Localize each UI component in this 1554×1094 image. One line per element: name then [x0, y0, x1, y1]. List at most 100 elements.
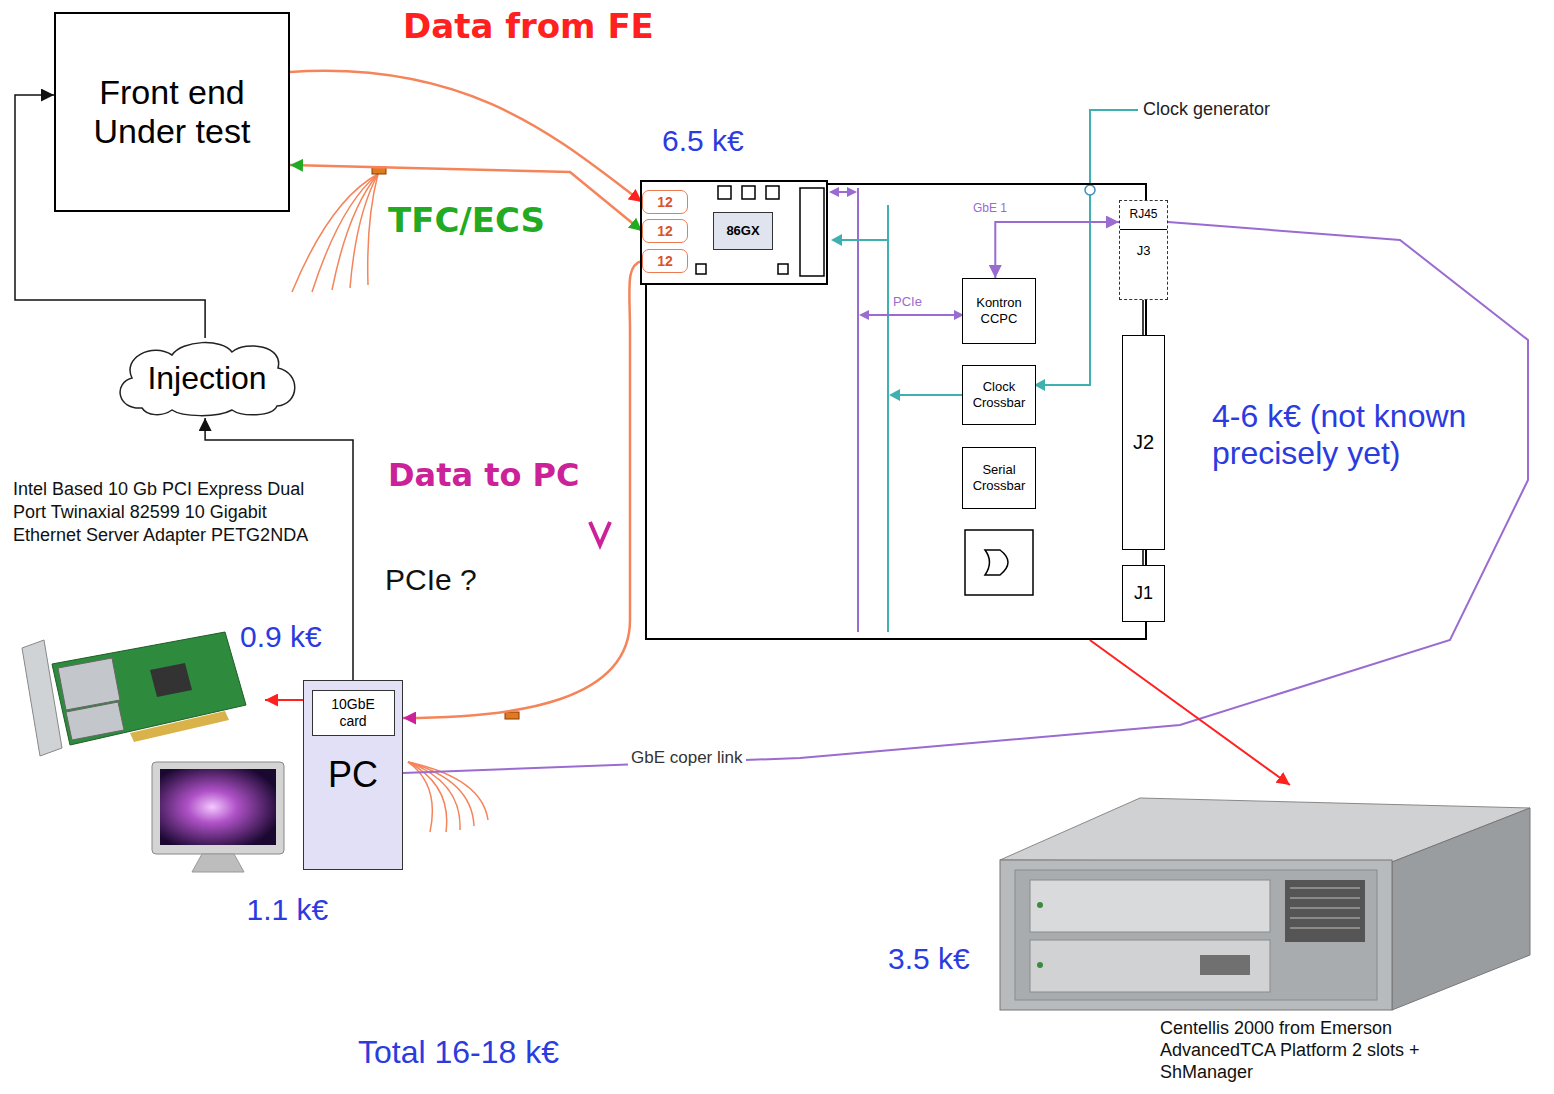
card-component — [800, 188, 824, 276]
chassis-picture — [1000, 860, 1392, 1010]
backplane-bus — [829, 187, 839, 197]
connector-line — [290, 71, 642, 202]
backplane-bus — [898, 394, 964, 396]
clock-line — [1085, 185, 1095, 195]
connector-label: Data to PC — [388, 456, 580, 494]
node-label: J3 — [1137, 244, 1151, 259]
node-label: Clock Crossbar — [963, 379, 1035, 410]
backplane-bus — [847, 187, 857, 197]
chassis-picture — [1037, 902, 1043, 908]
backplane-bus — [840, 239, 888, 241]
card-component — [696, 186, 824, 276]
node-label: J2 — [1133, 431, 1154, 454]
cost-label: 1.1 k€ — [247, 893, 367, 928]
monitor-picture — [192, 854, 244, 872]
connector-block: J2 — [1122, 335, 1165, 550]
nic-picture: 0.9 k€Intel Based 10 Gb PCI Express Dual… — [15, 610, 265, 760]
node-label: Injection — [147, 360, 266, 397]
module-box: Kontron CCPC — [962, 278, 1036, 344]
direction-chevron — [590, 522, 610, 545]
cost-label: 6.5 k€ — [662, 124, 792, 159]
cost-label: 3.5 k€ — [888, 942, 998, 977]
node-label: 10GbE card — [322, 696, 384, 728]
signal-label: Clock generator — [1143, 99, 1270, 121]
node-label: J1 — [1134, 583, 1153, 604]
backplane-bus — [831, 234, 842, 246]
monitor-picture — [152, 762, 284, 854]
cost-label: 0.9 k€ — [240, 620, 350, 655]
connector-line — [995, 222, 1119, 278]
fiber-fan — [368, 174, 378, 285]
device-box: Front end Under test — [54, 12, 290, 212]
chassis-picture — [1015, 870, 1377, 1000]
connector-label: GbE 1 — [973, 201, 1007, 215]
bus-label: PCIe — [893, 294, 922, 310]
chassis-picture — [1000, 798, 1530, 1010]
monitor-picture — [152, 762, 284, 872]
module-box: Serial Crossbar — [962, 447, 1036, 509]
node-label: Serial Crossbar — [963, 462, 1035, 493]
connector-line — [205, 418, 353, 680]
backplane-bus — [829, 187, 964, 632]
mezzanine-card: 6.5 k€12121286GX — [640, 180, 828, 285]
node-label: 12 — [657, 253, 673, 269]
node-label: RJ45 — [1120, 201, 1167, 230]
connector-label: GbE coper link — [628, 748, 746, 768]
connector-label: Data from FE — [403, 6, 654, 47]
network-card-picture — [22, 640, 62, 756]
network-card-picture — [150, 663, 192, 697]
card-component — [778, 264, 788, 274]
fiber-connector: 12 — [642, 190, 688, 214]
fiber-connector: 12 — [642, 219, 688, 243]
node-label: 86GX — [726, 224, 759, 239]
fiber-fan — [292, 174, 378, 292]
cloud-outline — [120, 343, 295, 416]
chassis-picture — [1285, 880, 1365, 942]
node-label: PC — [328, 754, 378, 795]
chassis-picture — [1030, 940, 1270, 992]
backplane-bus — [859, 310, 869, 320]
cost-label: 4-6 k€ (not known precisely yet) — [1212, 398, 1512, 472]
note-label: PCIe ? — [385, 562, 477, 598]
monitor-picture — [160, 769, 276, 845]
connector-label: TFC/ECS — [388, 200, 545, 241]
network-card-box: 10GbE card — [312, 690, 395, 736]
gate-symbol — [965, 530, 1033, 595]
node-label: Kontron CCPC — [963, 295, 1035, 326]
network-card-picture — [22, 632, 246, 756]
backplane-bus — [887, 205, 889, 632]
connector-link — [1142, 550, 1144, 565]
node-label: 12 — [657, 223, 673, 239]
fiber-splitter — [505, 712, 519, 719]
chassis-picture — [1030, 880, 1270, 932]
fiber-connector: 12 — [642, 249, 688, 273]
fiber-fan — [332, 174, 378, 290]
picture-caption: Intel Based 10 Gb PCI Express Dual Port … — [13, 478, 313, 547]
node-label: Front end Under test — [56, 73, 288, 151]
computer-box: PC1.1 k€10GbE card — [303, 680, 403, 870]
connector-line — [403, 222, 1528, 773]
chassis-picture — [1290, 888, 1360, 928]
connector-line — [265, 699, 303, 701]
card-component — [718, 186, 731, 199]
fiber-fan — [350, 174, 378, 288]
connector-line — [1090, 640, 1290, 785]
chassis-picture — [1200, 955, 1250, 975]
connector-block: RJ45J3 — [1119, 200, 1168, 300]
cloud-node: Injection — [112, 338, 302, 418]
connector-block: J1 — [1122, 565, 1165, 622]
connector-link — [1142, 300, 1144, 335]
chassis-picture — [1392, 808, 1530, 1010]
node-label: 12 — [657, 194, 673, 210]
chassis-picture — [1037, 962, 1043, 968]
total-cost: Total 16-18 k€ — [358, 1033, 559, 1071]
card-component — [766, 186, 779, 199]
fpga-chip: 86GX — [713, 212, 773, 250]
picture-caption: Centellis 2000 from Emerson AdvancedTCA … — [1160, 1018, 1420, 1084]
backplane-bus — [889, 389, 900, 401]
network-card-picture — [52, 632, 246, 745]
chassis-picture: 3.5 k€Centellis 2000 from Emerson Advanc… — [1000, 785, 1530, 1020]
gate-symbol — [985, 550, 1008, 575]
fiber-fan — [312, 174, 378, 292]
network-card-picture — [58, 658, 120, 710]
